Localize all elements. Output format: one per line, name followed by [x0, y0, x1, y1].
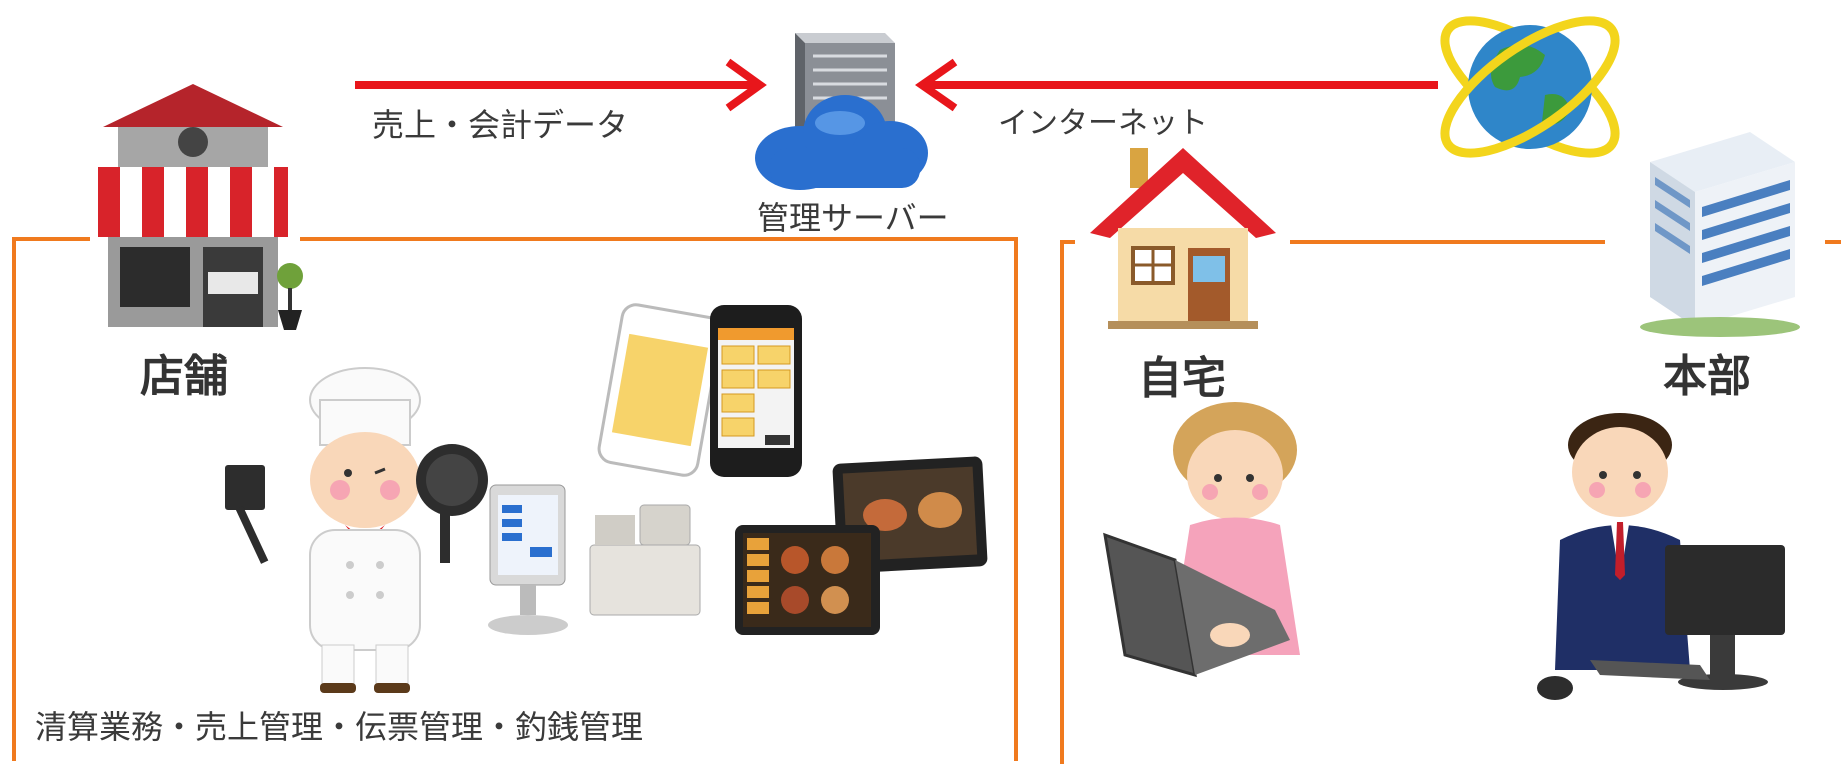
globe-icon — [1440, 16, 1620, 158]
store-title: 店舗 — [140, 351, 228, 402]
remote-area-frame — [1060, 240, 1841, 764]
arrow-label-internet: インターネット — [998, 106, 1208, 141]
store-caption: 清算業務・売上管理・伝票管理・釣銭管理 — [35, 708, 644, 746]
arrow-label-sales-data: 売上・会計データ — [372, 106, 629, 144]
home-title: 自宅 — [1138, 353, 1226, 404]
server-cloud-icon — [755, 33, 928, 190]
woman-with-laptop-illustration — [1103, 402, 1300, 678]
store-area-frame — [12, 237, 1018, 761]
plant-icon — [277, 263, 303, 330]
server-label: 管理サーバー — [757, 199, 949, 237]
store-building-icon — [98, 84, 288, 327]
tablet-illustration — [735, 456, 988, 635]
house-icon — [1090, 148, 1276, 329]
office-building-icon — [1640, 132, 1800, 337]
pos-register-illustration — [488, 484, 701, 635]
hq-title: 本部 — [1663, 351, 1751, 402]
man-with-desktop-illustration — [1537, 413, 1785, 700]
smartphone-illustration — [597, 303, 802, 477]
chef-illustration — [225, 367, 488, 693]
